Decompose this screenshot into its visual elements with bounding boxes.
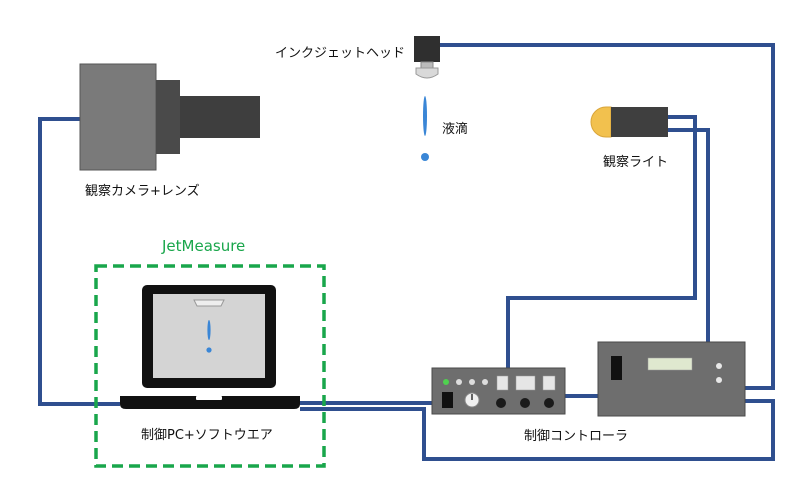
cables <box>38 43 775 461</box>
amplifier-unit <box>431 367 566 415</box>
light-body <box>611 107 668 137</box>
laptop-base <box>120 396 300 409</box>
laptop-hinge <box>196 396 222 400</box>
label-controller: 制御コントローラ <box>524 429 629 444</box>
controller-power-switch <box>611 356 622 380</box>
label-camera: 観察カメラ+レンズ <box>85 184 200 199</box>
inkjet-head <box>414 36 440 79</box>
label-jetmeasure: JetMeasure <box>162 237 246 255</box>
droplet <box>421 96 429 161</box>
amplifier-connector-2-icon <box>520 398 530 408</box>
cable-inkjet-controller <box>440 43 775 390</box>
droplet-tail <box>423 96 427 136</box>
inkjet-head-neck <box>420 61 434 69</box>
droplet-drop <box>421 153 429 161</box>
cable-light-controller <box>668 128 710 342</box>
laptop-screen-droplet-tail <box>207 320 211 340</box>
amplifier-switch-b <box>515 375 536 391</box>
camera-body <box>79 63 157 171</box>
amplifier-connector-1-icon <box>496 398 506 408</box>
inkjet-head-nozzle <box>415 67 439 79</box>
inkjet-head-body <box>414 36 440 62</box>
amplifier-switch-c <box>542 375 556 391</box>
controller-led-1-icon <box>716 363 722 369</box>
cable-camera-pc <box>38 117 120 406</box>
controller-led-2-icon <box>716 377 722 383</box>
camera-lens <box>79 63 260 171</box>
label-control-pc: 制御PC+ソフトウエア <box>141 428 273 443</box>
laptop-screen-nozzle-icon <box>193 299 225 307</box>
cable-pc-controller <box>300 399 775 461</box>
amplifier-led-3-icon <box>469 379 475 385</box>
label-inkjet-head: インクジェットヘッド <box>275 46 406 61</box>
light-lamp-icon <box>590 106 612 138</box>
observation-light <box>590 106 668 138</box>
cable-light-amplifier <box>506 115 697 368</box>
laptop-pc <box>120 285 300 409</box>
amplifier-led-2-icon <box>456 379 462 385</box>
amplifier-power-switch <box>442 392 453 408</box>
amplifier-switch-a <box>496 375 509 391</box>
laptop-screen-droplet-drop <box>206 347 212 353</box>
camera-mount <box>156 80 180 154</box>
label-droplet: 液滴 <box>442 122 469 137</box>
controller-unit <box>597 341 746 417</box>
camera-lens-barrel <box>180 96 260 138</box>
controller-display <box>647 357 693 371</box>
amplifier-power-led-icon <box>443 379 449 385</box>
amplifier-connector-3-icon <box>544 398 554 408</box>
label-observation-light: 観察ライト <box>603 155 669 170</box>
jetmeasure-box <box>94 264 326 468</box>
amplifier-led-4-icon <box>482 379 488 385</box>
